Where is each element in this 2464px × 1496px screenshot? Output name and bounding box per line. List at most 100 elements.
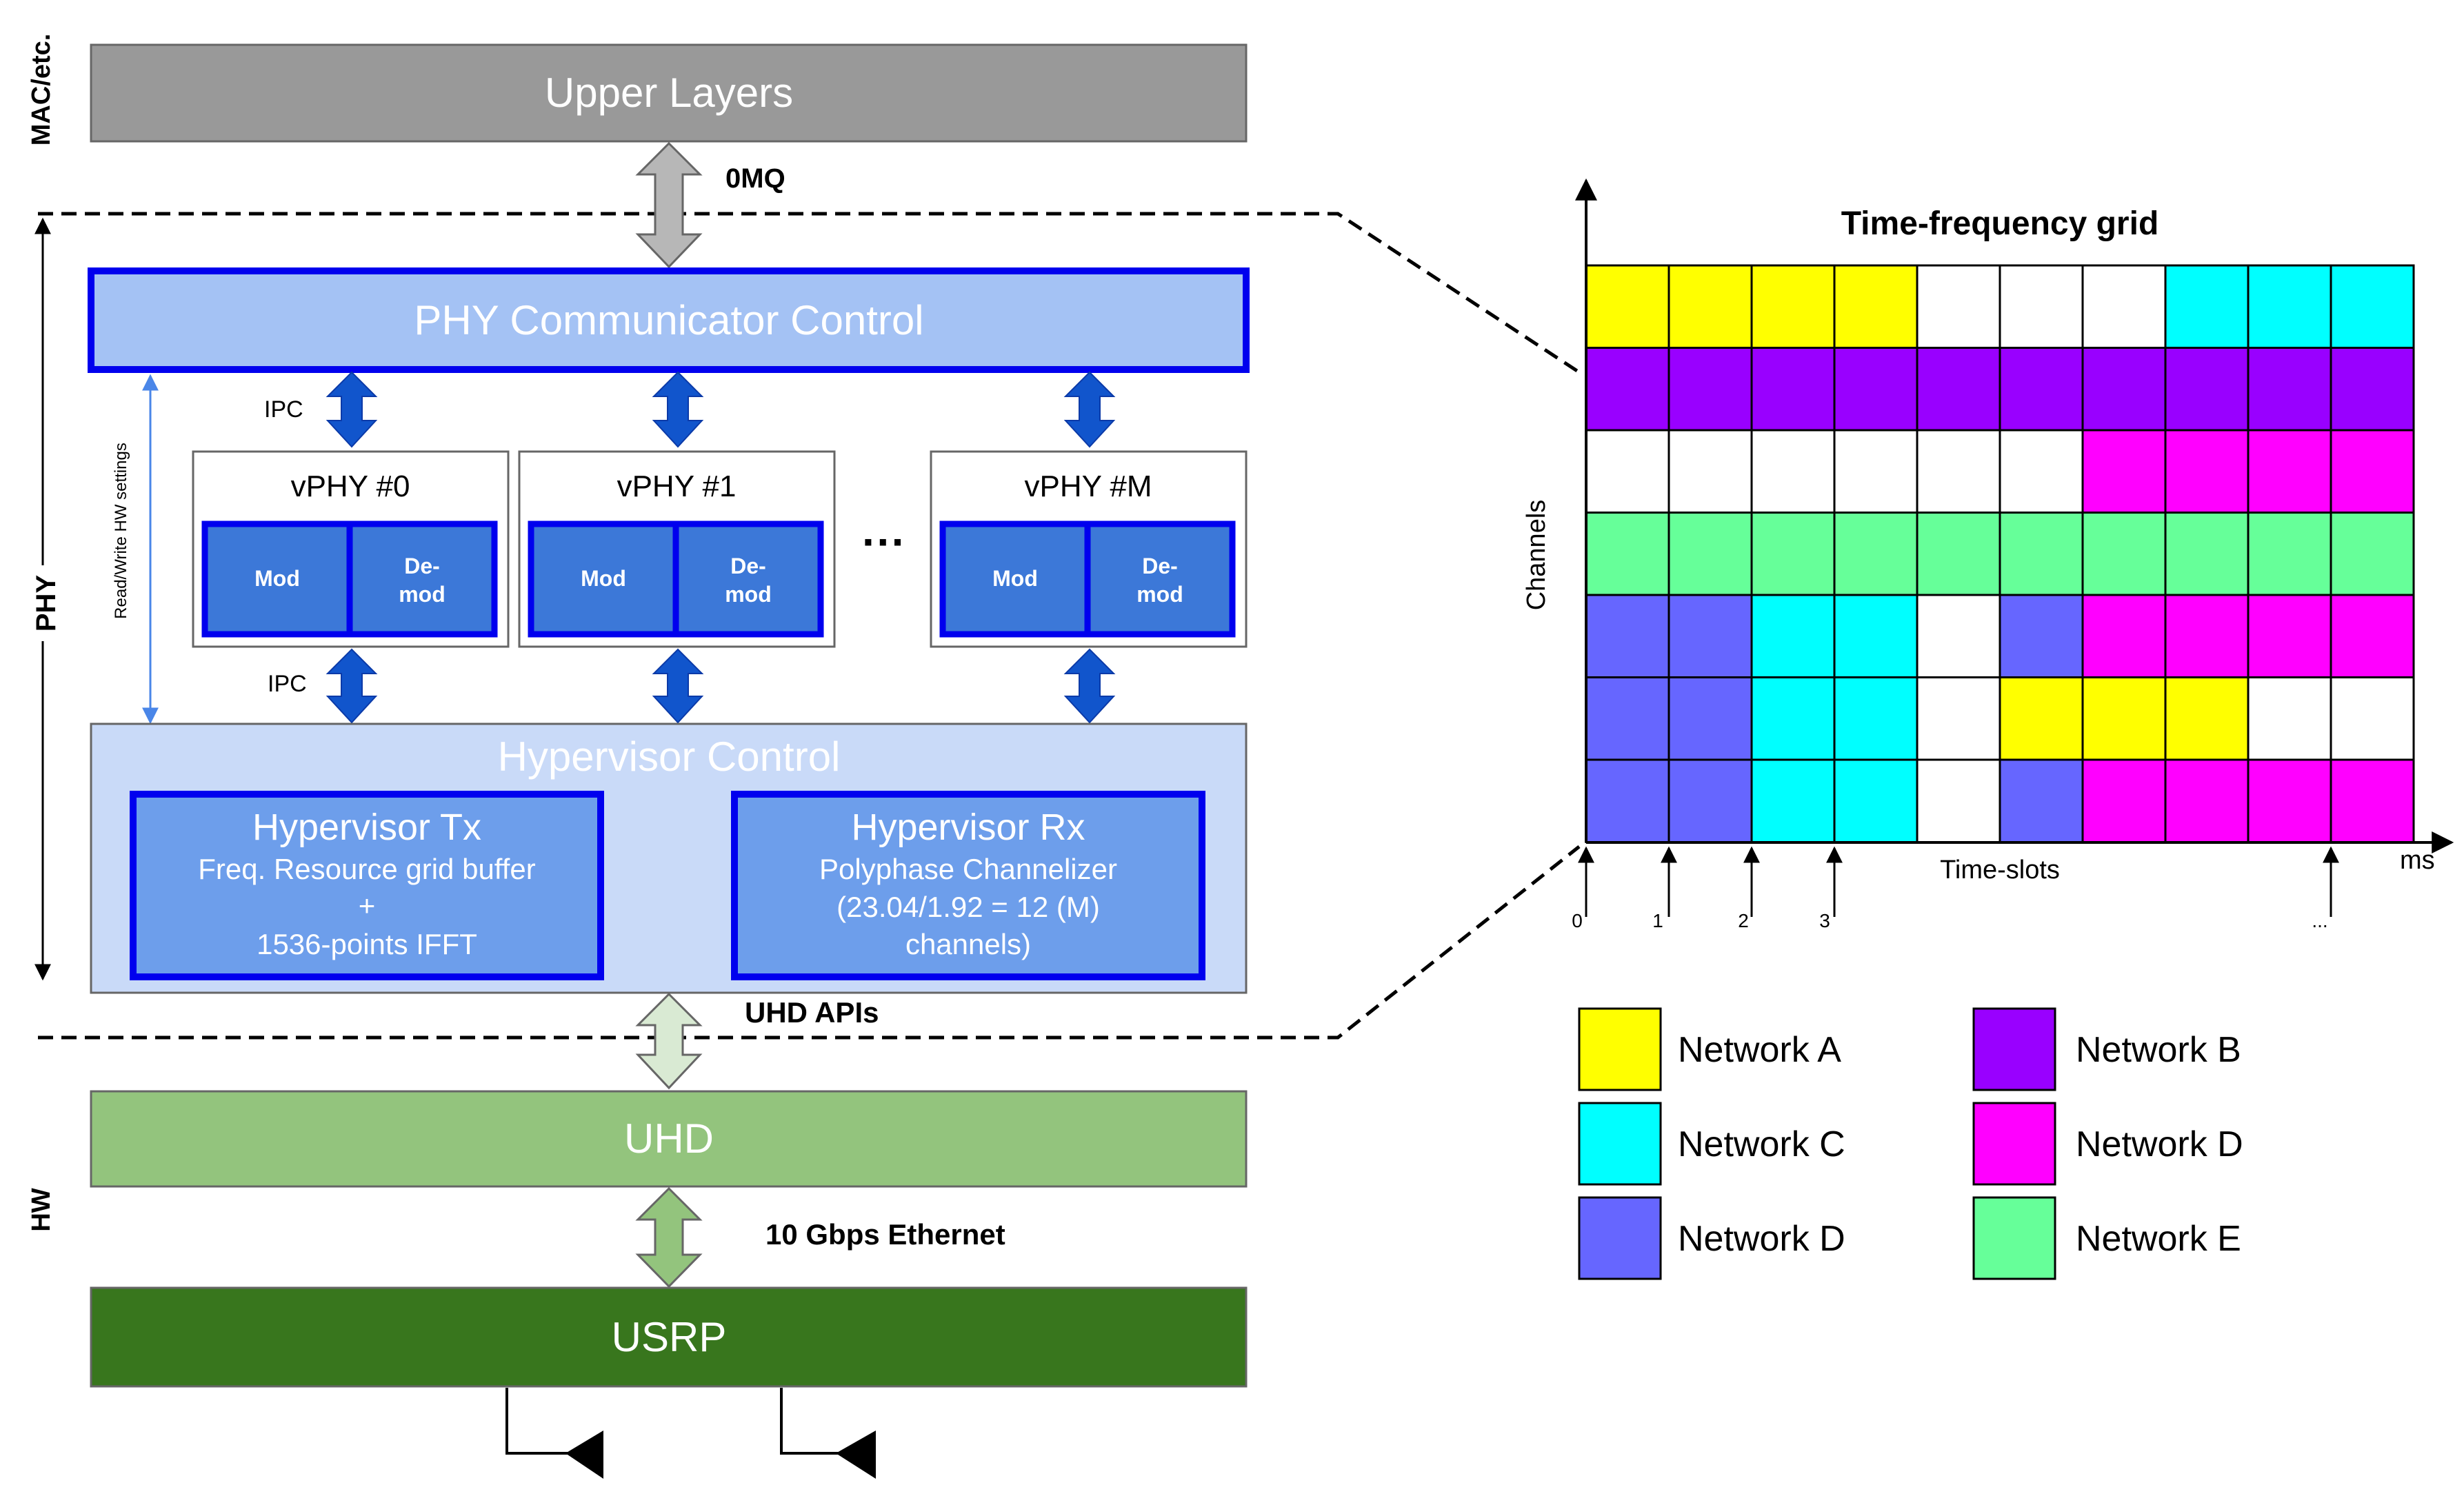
grid-cell: [2164, 512, 2250, 596]
vphy-0-mod-label: Mod: [254, 566, 300, 591]
grid-cell: [2247, 594, 2332, 678]
hypervisor-rx-box: [731, 791, 1205, 980]
vphy-ellipsis: ···: [862, 517, 906, 567]
phy-top-boundary: [38, 212, 1581, 374]
grid-cell: [2164, 758, 2250, 843]
time-tick-label: 3: [1819, 910, 1830, 931]
grid-ylabel: Channels: [1522, 500, 1551, 611]
hypervisor-rx-line3: channels): [905, 928, 1031, 960]
grid-cell: [1667, 512, 1753, 596]
grid-cell: [2164, 594, 2250, 678]
uhd-apis-label: UHD APIs: [745, 996, 879, 1029]
grid-cell: [2164, 347, 2250, 432]
legend-item-network-b: Network B: [1972, 1007, 2241, 1091]
grid-cell: [2081, 676, 2167, 761]
time-tick-label: 1: [1652, 910, 1663, 931]
grid-cell: [2164, 676, 2250, 761]
grid-cell: [2247, 512, 2332, 596]
grid-cell: [1750, 676, 1836, 761]
grid-cell: [1585, 594, 1670, 678]
grid-cells: [1585, 264, 2415, 843]
ipc-arrow-top-0: [325, 371, 378, 448]
grid-cell: [1916, 347, 2001, 432]
grid-cell: [1833, 264, 1919, 349]
legend-swatch-network-e: [1972, 1196, 2056, 1280]
vphy-1-title: vPHY #1: [617, 469, 737, 503]
vphy-m-title: vPHY #M: [1024, 469, 1152, 503]
grid-cell: [2164, 264, 2250, 349]
vphy-1-demod-label-2: mod: [725, 582, 772, 607]
ethernet-label: 10 Gbps Ethernet: [765, 1218, 1005, 1251]
grid-cell: [2081, 429, 2167, 514]
grid-cell: [1750, 429, 1836, 514]
grid-cell: [1833, 676, 1919, 761]
vphy-0-demod-label-1: De-: [404, 554, 440, 578]
hypervisor-tx-box: [130, 791, 604, 980]
grid-cell: [1585, 512, 1670, 596]
grid-cell: [1585, 676, 1670, 761]
grid-cell: [2330, 758, 2415, 843]
vphy-m: vPHY #M Mod De- mod: [930, 450, 1248, 648]
vphy-m-mod-label: Mod: [992, 566, 1038, 591]
grid-cell: [1999, 512, 2084, 596]
phy-label-bg: [26, 565, 59, 641]
grid-title: Time-frequency grid: [1841, 205, 2159, 242]
grid-cell: [2330, 512, 2415, 596]
vphy-0-demod-box: [346, 520, 498, 638]
grid-cell: [1833, 512, 1919, 596]
phy-communicator-control-box: [88, 267, 1250, 373]
grid-cell: [2330, 264, 2415, 349]
ipc-arrow-top-m: [1063, 371, 1116, 448]
grid-cell: [2330, 676, 2415, 761]
uhd-apis-arrow: [635, 992, 703, 1090]
hypervisor-tx-line3: 1536-points IFFT: [257, 928, 477, 960]
uhd-label: UHD: [624, 1115, 714, 1162]
grid-cell: [1750, 594, 1836, 678]
grid-xlabel: Time-slots: [1940, 856, 2060, 885]
grid-cell: [2247, 264, 2332, 349]
hypervisor-rx-line2: (23.04/1.92 = 12 (M): [837, 891, 1100, 923]
time-tick-label: ...: [2312, 910, 2327, 931]
grid-cell: [1999, 594, 2084, 678]
grid-cell: [1916, 429, 2001, 514]
ipc-arrow-top-1: [652, 371, 704, 448]
antenna-icon: [780, 1388, 876, 1479]
rw-settings-label: Read/Write HW settings: [112, 443, 130, 619]
grid-cell: [2164, 429, 2250, 514]
grid-cell: [2247, 429, 2332, 514]
grid-cell: [1667, 347, 1753, 432]
vphy-0-title: vPHY #0: [291, 469, 410, 503]
grid-cell: [2330, 594, 2415, 678]
grid-cell: [1833, 758, 1919, 843]
grid-cell: [1999, 758, 2084, 843]
upper-layers-box: [90, 43, 1248, 143]
grid-cell: [1999, 347, 2084, 432]
legend-item-network-c: Network C: [1578, 1102, 1845, 1186]
grid-cell: [1667, 676, 1753, 761]
time-tick-label: 0: [1572, 910, 1583, 931]
vphy-1: vPHY #1 Mod De- mod: [518, 450, 836, 648]
grid-cell: [2081, 758, 2167, 843]
phy-bottom-boundary: [38, 845, 1581, 1040]
ethernet-arrow: [635, 1186, 703, 1288]
grid-cell: [1916, 758, 2001, 843]
grid-cell: [2081, 594, 2167, 678]
ipc-arrow-bottom-m: [1063, 648, 1116, 724]
grid-cell: [1667, 594, 1753, 678]
ipc-bottom-label: IPC: [268, 671, 307, 697]
hypervisor-tx-line1: Freq. Resource grid buffer: [198, 853, 535, 885]
grid-cell: [1999, 676, 2084, 761]
vphy-0-demod-label-2: mod: [399, 582, 445, 607]
grid-cell: [1999, 264, 2084, 349]
legend-item-network-d-blue: Network D: [1578, 1196, 1845, 1280]
vphy-m-mod-box: [939, 520, 1091, 638]
grid-cell: [1585, 347, 1670, 432]
grid-cell: [1916, 676, 2001, 761]
usrp-box: [90, 1286, 1248, 1388]
grid-cell: [1999, 429, 2084, 514]
hypervisor-control-label: Hypervisor Control: [498, 734, 841, 780]
legend-swatch-network-a: [1578, 1007, 1662, 1091]
legend-swatch-network-d-blue: [1578, 1196, 1662, 1280]
vphy-m-demod-box: [1084, 520, 1236, 638]
legend-item-network-d-magenta: Network D: [1972, 1102, 2243, 1186]
